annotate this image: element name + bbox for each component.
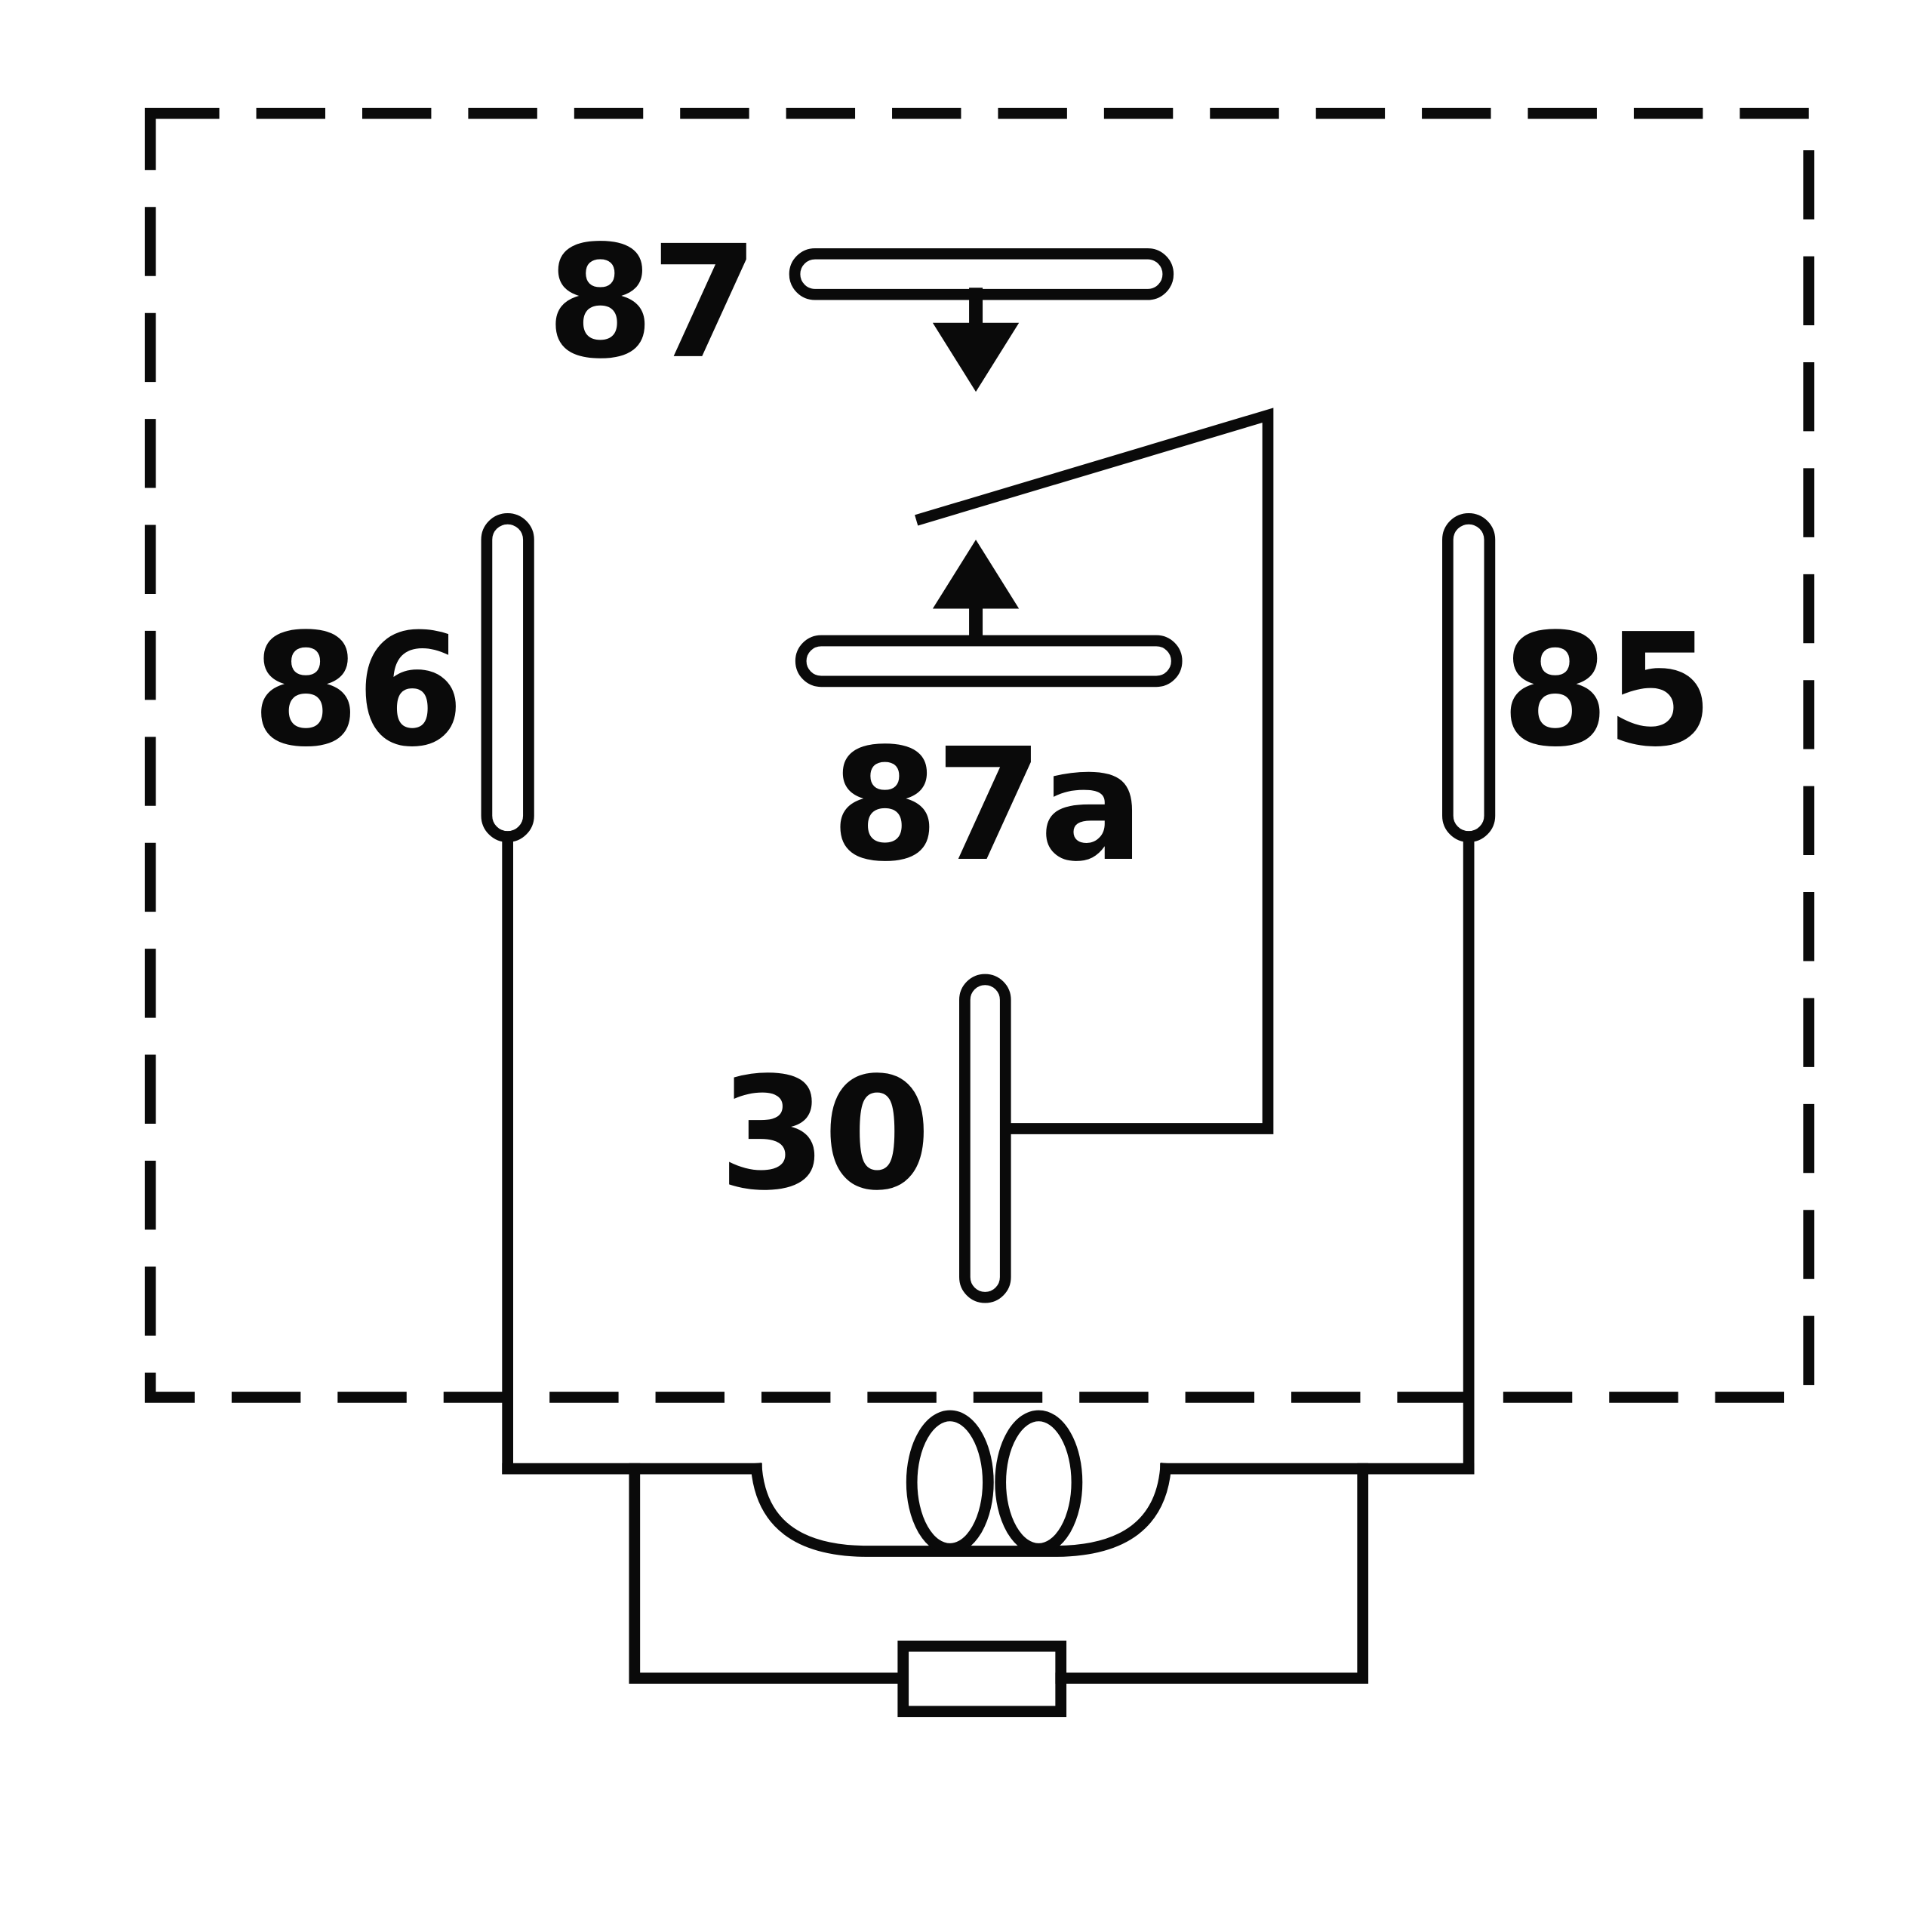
pin-85-label: 85: [1501, 600, 1709, 781]
coil-winding-loop-right: [995, 1410, 1083, 1555]
pin-85-terminal: [1442, 513, 1496, 842]
pin-86-terminal: [481, 513, 534, 842]
up-arrow-icon: [932, 540, 1020, 609]
relay-housing-dashed-boundary: [144, 107, 1815, 1403]
pin-30-terminal: [959, 974, 1011, 1303]
pin-87a-contact-bar: [795, 635, 1183, 688]
pin-87a-label: 87a: [831, 715, 1140, 896]
switch-lever-and-common-conductor: [915, 408, 1274, 1134]
resistor: [897, 1640, 1067, 1718]
pin-87-label: 87: [546, 212, 755, 393]
resistor-branch-right-wire: [1055, 1463, 1369, 1684]
pin-86-label: 86: [252, 600, 460, 781]
coil-winding-loop-left: [906, 1410, 994, 1555]
pin-30-label: 30: [718, 1044, 927, 1225]
down-arrow-icon: [932, 322, 1020, 392]
resistor-branch-left-wire: [629, 1463, 909, 1684]
